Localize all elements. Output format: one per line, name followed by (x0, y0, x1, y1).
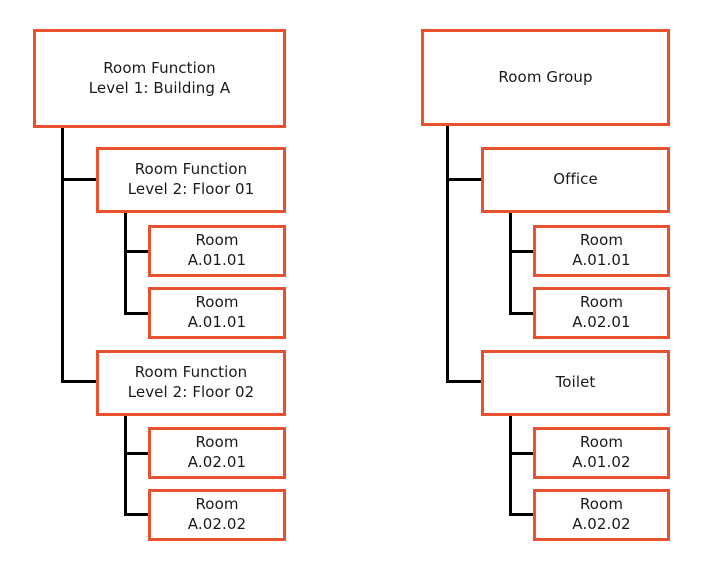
node-toilet-room-a0102[interactable]: Room A.01.02 (533, 427, 670, 479)
node-room-a0101-b[interactable]: Room A.01.01 (148, 287, 286, 339)
connector-floor02-trunk (124, 414, 127, 516)
node-line-1: Room (579, 231, 624, 250)
node-room-a0201[interactable]: Room A.02.01 (148, 427, 286, 479)
connector-toilet-to-room1 (509, 452, 536, 455)
connector-right-to-toilet (446, 380, 484, 383)
connector-right-to-office (446, 178, 484, 181)
connector-floor02-to-room2 (124, 513, 151, 516)
node-line-1: Toilet (555, 373, 596, 392)
connector-office-to-room2 (509, 312, 536, 315)
connector-left-trunk (61, 126, 64, 383)
node-line-1: Room (195, 495, 239, 514)
node-line-1: Room Function (134, 363, 248, 382)
node-line-1: Room (195, 293, 239, 312)
node-room-function-level1[interactable]: Room Function Level 1: Building A (33, 29, 286, 128)
connector-left-to-floor02 (61, 380, 99, 383)
node-line-1: Room (579, 293, 624, 312)
node-line-1: Room Function (134, 160, 248, 179)
node-line-1: Room Group (498, 67, 593, 86)
node-line-2: A.01.01 (572, 251, 631, 269)
node-toilet-room-a0202[interactable]: Room A.02.02 (533, 489, 670, 541)
connector-toilet-to-room2 (509, 513, 536, 516)
node-line-1: Office (553, 170, 598, 189)
connector-floor01-to-room2 (124, 312, 151, 315)
node-room-group-toilet[interactable]: Toilet (481, 350, 670, 416)
node-room-group-office[interactable]: Office (481, 147, 670, 213)
connector-left-to-floor01 (61, 178, 99, 181)
node-line-2: A.02.02 (572, 515, 631, 533)
connector-floor02-to-room1 (124, 452, 151, 455)
connector-right-trunk (446, 124, 449, 383)
node-room-a0202[interactable]: Room A.02.02 (148, 489, 286, 541)
node-line-1: Room (195, 433, 239, 452)
node-room-group[interactable]: Room Group (421, 29, 670, 126)
node-line-2: A.01.01 (187, 251, 247, 269)
connector-office-trunk (509, 211, 512, 315)
node-line-1: Room (195, 231, 239, 250)
node-line-1: Room (579, 433, 624, 452)
connector-floor01-trunk (124, 211, 127, 315)
node-line-2: A.02.02 (187, 515, 247, 533)
node-line-2: A.02.01 (187, 453, 247, 471)
node-office-room-a0101[interactable]: Room A.01.01 (533, 225, 670, 277)
node-line-1: Room Function (103, 58, 216, 77)
node-room-a0101-a[interactable]: Room A.01.01 (148, 225, 286, 277)
node-line-2: Level 1: Building A (88, 78, 231, 97)
node-line-2: Level 2: Floor 01 (127, 180, 255, 198)
node-line-1: Room (579, 495, 624, 514)
connector-office-to-room1 (509, 250, 536, 253)
connector-floor01-to-room1 (124, 250, 151, 253)
node-room-function-level2-floor02[interactable]: Room Function Level 2: Floor 02 (96, 350, 286, 416)
node-line-2: A.01.01 (187, 313, 247, 331)
connector-toilet-trunk (509, 414, 512, 516)
node-line-2: A.02.01 (572, 313, 631, 331)
node-room-function-level2-floor01[interactable]: Room Function Level 2: Floor 01 (96, 147, 286, 213)
node-office-room-a0201[interactable]: Room A.02.01 (533, 287, 670, 339)
node-line-2: A.01.02 (572, 453, 631, 471)
node-line-2: Level 2: Floor 02 (127, 383, 255, 401)
